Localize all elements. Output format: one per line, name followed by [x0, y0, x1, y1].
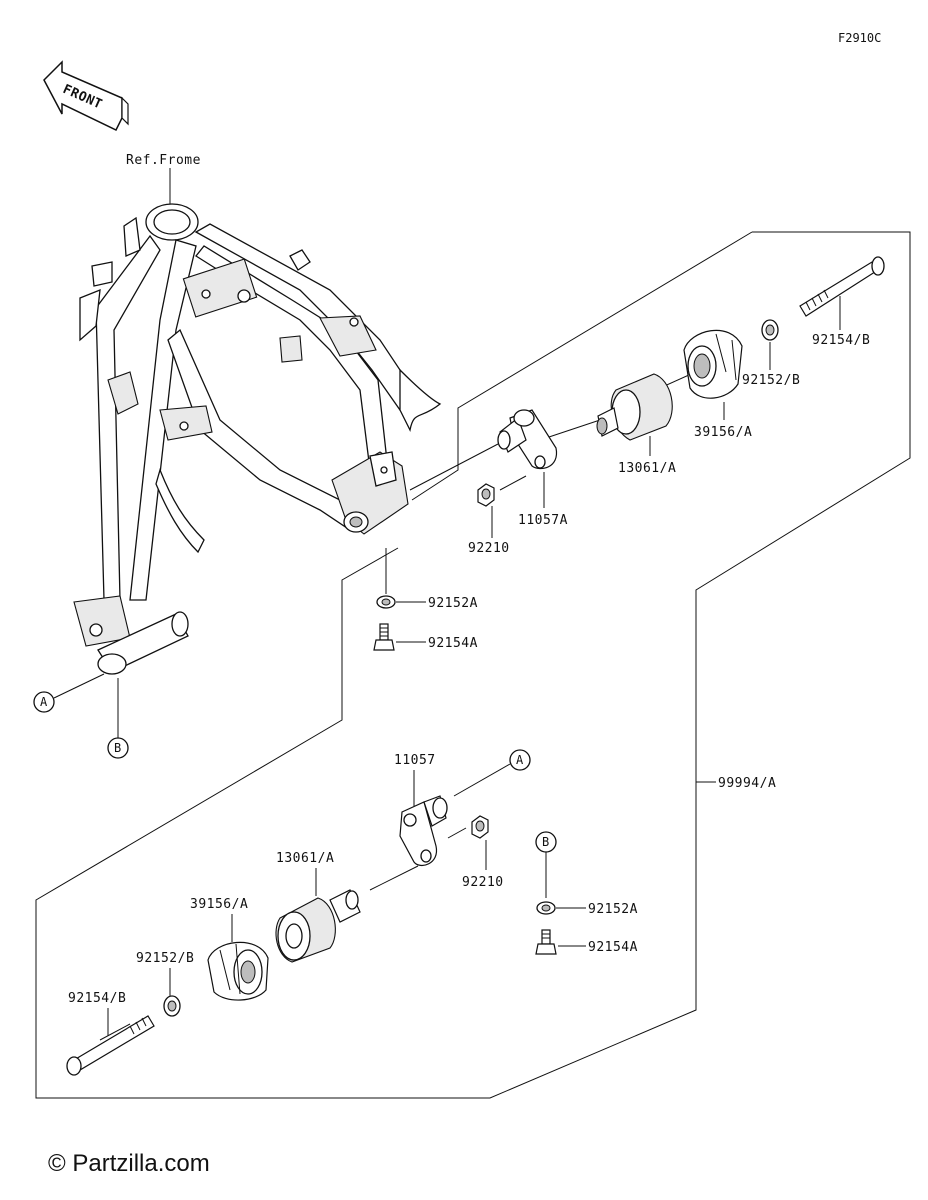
- figure-code: F2910C: [838, 31, 881, 45]
- callout-a-frame: A: [33, 673, 105, 713]
- watermark: © Partzilla.com: [48, 1150, 210, 1177]
- ref-frame-label: Ref.Frome: [126, 153, 201, 168]
- assembly-99994a: 99994/A: [718, 776, 776, 791]
- part-92152b-lower: 92152/B: [136, 951, 194, 966]
- washer-92152b-lower: [163, 995, 181, 1017]
- bolt-92154b-lower: [66, 1015, 155, 1076]
- bracket-11057-lower: [399, 795, 448, 867]
- bolt-92154a-lower: [535, 929, 557, 955]
- slider-13061a-upper: [596, 373, 673, 441]
- callout-b-frame: B: [107, 678, 129, 759]
- part-92210-upper: 92210: [468, 541, 510, 556]
- part-92210-lower: 92210: [462, 875, 504, 890]
- callout-b-lower: B: [535, 831, 557, 898]
- callout-a-lower: A: [453, 749, 531, 797]
- washer-92152a-lower: [536, 901, 556, 915]
- part-92152b-upper: 92152/B: [742, 373, 800, 388]
- bolt-92154b-upper: [799, 256, 885, 317]
- svg-text:A: A: [40, 695, 48, 709]
- part-92154a-lower: 92154A: [588, 940, 638, 955]
- slider-cap-39156a-upper: [683, 329, 743, 399]
- slider-cap-39156a-lower: [207, 941, 269, 1001]
- part-92154a-upper: 92154A: [428, 636, 478, 651]
- part-39156a-upper: 39156/A: [694, 425, 752, 440]
- slider-13061a-lower: [275, 889, 361, 963]
- part-13061a-upper: 13061/A: [618, 461, 676, 476]
- part-92152a-lower: 92152A: [588, 902, 638, 917]
- part-11057a-upper: 11057A: [518, 513, 568, 528]
- svg-text:B: B: [114, 741, 121, 755]
- part-92154b-upper: 92154/B: [812, 333, 870, 348]
- svg-text:B: B: [542, 835, 549, 849]
- nut-92210-upper: [477, 483, 495, 507]
- part-39156a-lower: 39156/A: [190, 897, 248, 912]
- assembly-outline: [35, 231, 911, 1099]
- part-92154b-lower: 92154/B: [68, 991, 126, 1006]
- svg-text:A: A: [516, 753, 524, 767]
- motorcycle-frame: [73, 203, 442, 675]
- bolt-92154a-upper: [373, 623, 395, 651]
- nut-92210-lower: [471, 815, 489, 839]
- part-13061a-lower: 13061/A: [276, 851, 334, 866]
- washer-92152b-upper: [761, 319, 779, 341]
- part-92152a-upper: 92152A: [428, 596, 478, 611]
- bracket-11057a-upper: [497, 409, 558, 470]
- washer-92152a-upper: [376, 595, 396, 609]
- part-11057-lower: 11057: [394, 753, 436, 768]
- front-arrow-icon: FRONT: [43, 60, 129, 131]
